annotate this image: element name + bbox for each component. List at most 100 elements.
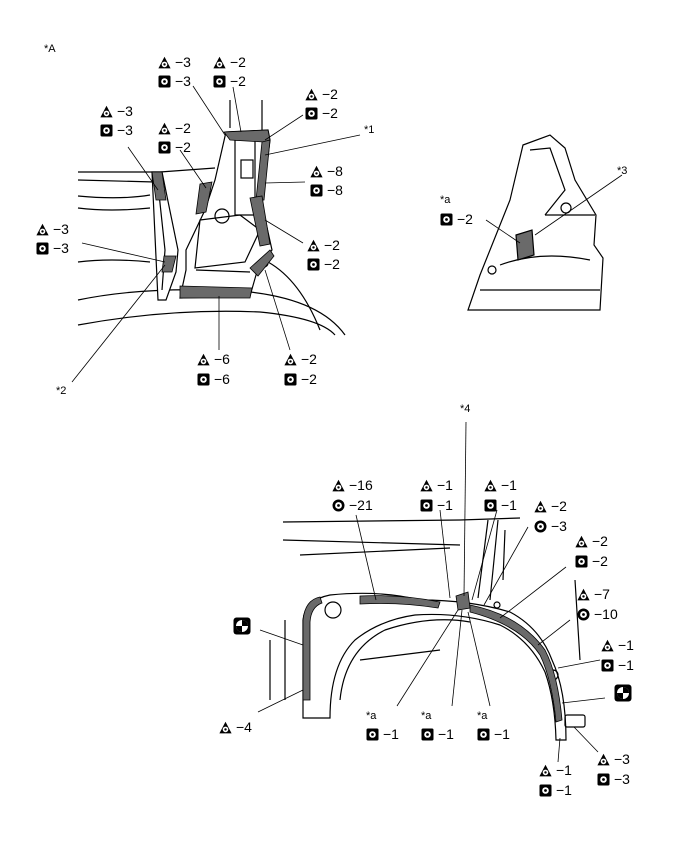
weld-callout: −2 (213, 74, 246, 88)
weld-count: −1 (383, 726, 399, 742)
weld-count: −8 (327, 163, 343, 179)
weld-count: −2 (175, 120, 191, 136)
triangle-spot-weld-icon (575, 535, 588, 547)
weld-count: −2 (301, 371, 317, 387)
weld-callout: −1 (421, 727, 454, 741)
weld-count: −2 (324, 237, 340, 253)
weld-callout: −2 (440, 212, 473, 226)
special-weld-icon (233, 617, 251, 635)
weld-count: −2 (592, 553, 608, 569)
figure-label: *A (44, 43, 56, 55)
weld-callout: −2 (307, 257, 340, 271)
weld-count: −1 (618, 657, 634, 673)
weld-callout: −3 (100, 123, 133, 137)
ref-label-a-bottom-2: *a (421, 710, 432, 722)
triangle-spot-weld-icon (597, 753, 610, 765)
pillar-weld-strips (151, 129, 275, 299)
triangle-spot-weld-icon (534, 500, 547, 512)
weld-count: −1 (501, 497, 517, 513)
weld-callout: −2 (284, 372, 317, 386)
weld-count: −6 (214, 351, 230, 367)
special-weld-icon (614, 684, 632, 702)
weld-callout: −3 (158, 55, 191, 69)
weld-count: −2 (175, 139, 191, 155)
weld-callout: −1 (484, 478, 517, 492)
weld-callout: −2 (305, 106, 338, 120)
weld-count: −3 (175, 54, 191, 70)
circle-spot-weld-icon (534, 520, 547, 532)
square-spot-weld-icon (158, 75, 171, 87)
triangle-spot-weld-icon (158, 122, 171, 134)
weld-count: −2 (301, 351, 317, 367)
weld-count: −2 (457, 211, 473, 227)
triangle-spot-weld-icon (213, 56, 226, 68)
weld-count: −2 (322, 86, 338, 102)
square-spot-weld-icon (575, 555, 588, 567)
weld-count: −2 (324, 256, 340, 272)
square-spot-weld-icon (601, 659, 614, 671)
weld-callout: −1 (420, 498, 453, 512)
ref-label-4: *4 (460, 403, 471, 415)
weld-count: −2 (551, 498, 567, 514)
weld-count: −1 (618, 637, 634, 653)
square-spot-weld-icon (310, 184, 323, 196)
square-spot-weld-icon (440, 213, 453, 225)
weld-count: −2 (322, 105, 338, 121)
weld-count: −1 (437, 497, 453, 513)
triangle-spot-weld-icon (219, 721, 232, 733)
weld-count: −1 (494, 726, 510, 742)
weld-count: −2 (230, 73, 246, 89)
triangle-spot-weld-icon (36, 223, 49, 235)
weld-count: −3 (53, 221, 69, 237)
weld-callout: −1 (420, 478, 453, 492)
ref-label-1: *1 (364, 124, 375, 136)
weld-count: −1 (438, 726, 454, 742)
weld-callout: −1 (539, 763, 572, 777)
quarter-panel-piece-drawing (467, 134, 604, 311)
triangle-spot-weld-icon (539, 764, 552, 776)
wheel-arch-assembly-drawing (269, 517, 586, 741)
weld-callout: −1 (366, 727, 399, 741)
square-spot-weld-icon (197, 373, 210, 385)
weld-callout: −2 (534, 499, 567, 513)
square-spot-weld-icon (421, 728, 434, 740)
triangle-spot-weld-icon (310, 165, 323, 177)
weld-count: −3 (117, 122, 133, 138)
weld-count: −2 (230, 54, 246, 70)
triangle-spot-weld-icon (307, 239, 320, 251)
triangle-spot-weld-icon (100, 105, 113, 117)
weld-callout: −7 (577, 587, 610, 601)
weld-count: −21 (349, 497, 373, 513)
square-spot-weld-icon (158, 141, 171, 153)
circle-spot-weld-icon (577, 608, 590, 620)
weld-count: −6 (214, 371, 230, 387)
square-spot-weld-icon (284, 373, 297, 385)
weld-count: −3 (53, 240, 69, 256)
circle-spot-weld-icon (332, 499, 345, 511)
weld-count: −8 (327, 182, 343, 198)
square-spot-weld-icon (420, 499, 433, 511)
weld-count: −16 (349, 477, 373, 493)
triangle-spot-weld-icon (420, 479, 433, 491)
ref-label-3: *3 (617, 165, 628, 177)
weld-callout: −2 (213, 55, 246, 69)
weld-count: −1 (556, 782, 572, 798)
weld-callout: −1 (539, 783, 572, 797)
weld-callout: −6 (197, 372, 230, 386)
square-spot-weld-icon (100, 124, 113, 136)
weld-callout: −6 (197, 352, 230, 366)
triangle-spot-weld-icon (577, 588, 590, 600)
weld-callout: −3 (158, 74, 191, 88)
weld-callout: −8 (310, 183, 343, 197)
weld-count: −4 (236, 719, 252, 735)
weld-callout: −2 (305, 87, 338, 101)
weld-callout: −16 (332, 478, 373, 492)
weld-count: −3 (551, 518, 567, 534)
square-spot-weld-icon (366, 728, 379, 740)
weld-callout: −3 (597, 772, 630, 786)
weld-count: −1 (437, 477, 453, 493)
square-spot-weld-icon (305, 107, 318, 119)
leader-lines (71, 85, 623, 763)
square-spot-weld-icon (36, 242, 49, 254)
